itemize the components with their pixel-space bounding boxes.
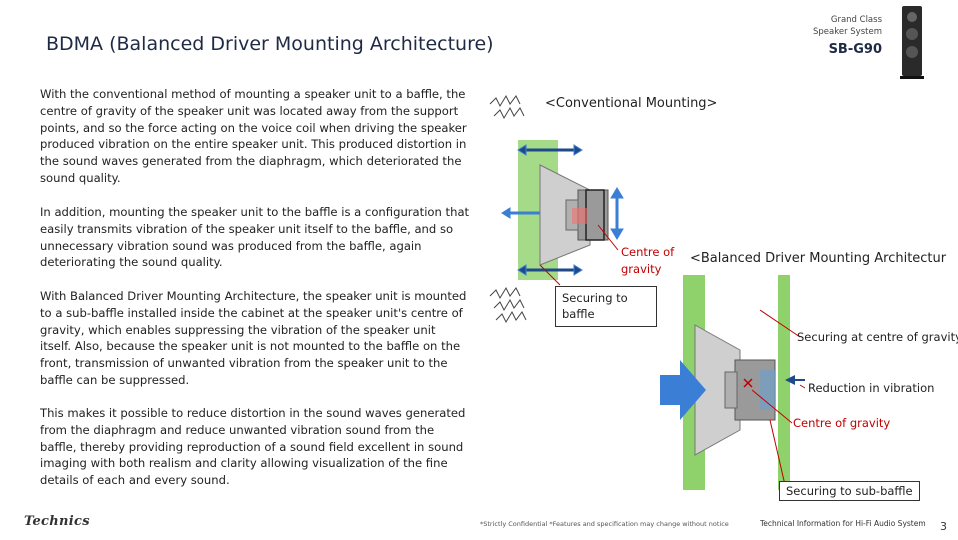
securing-to-baffle-label: Securing to baffle <box>555 286 657 327</box>
securing-at-centre-label: Securing at centre of gravity <box>797 330 958 344</box>
reduction-in-vibration-label: Reduction in vibration <box>808 381 934 395</box>
confidential-notice: *Strictly Confidential *Features and spe… <box>480 520 729 528</box>
bdma-side-panel <box>778 275 790 490</box>
centre-of-gravity-label-conventional: Centre of gravity <box>621 244 681 278</box>
centre-of-gravity-label-bdma: Centre of gravity <box>793 415 890 432</box>
conventional-driver <box>540 165 608 265</box>
page-number: 3 <box>940 520 947 533</box>
bdma-driver <box>695 325 775 455</box>
technical-info-label: Technical Information for Hi-Fi Audio Sy… <box>760 519 926 528</box>
bdma-diagram-title: <Balanced Driver Mounting Architectur <box>690 251 946 266</box>
technics-logo: Technics <box>24 514 90 529</box>
securing-to-sub-baffle-label: Securing to sub-baffle <box>779 481 920 501</box>
conventional-mounting-title: <Conventional Mounting> <box>545 96 717 111</box>
